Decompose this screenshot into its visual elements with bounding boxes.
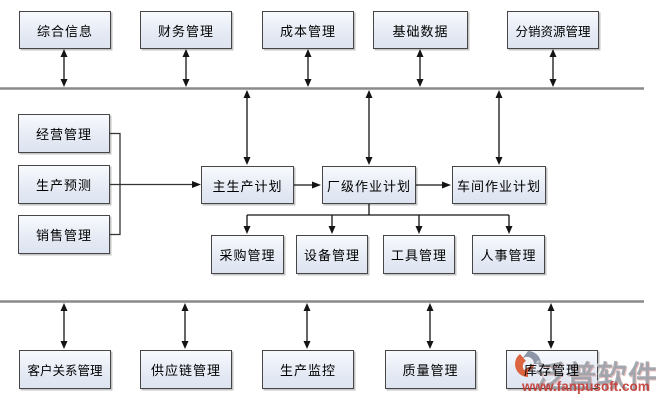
node-label: 综合信息	[36, 23, 93, 39]
node-production-monitoring: 生产监控	[262, 350, 354, 389]
node-label: 基础数据	[392, 23, 449, 39]
node-label: 人事管理	[480, 248, 537, 263]
node-label: 销售管理	[35, 228, 92, 243]
node-sales-mgmt: 销售管理	[18, 215, 110, 254]
node-cost-mgmt: 成本管理	[262, 11, 354, 49]
node-quality-mgmt: 质量管理	[385, 350, 476, 389]
plan-bus-arrows	[243, 90, 503, 165]
node-label: 供应链管理	[150, 363, 221, 378]
node-label: 成本管理	[279, 23, 336, 39]
node-production-forecast: 生产预测	[18, 165, 110, 204]
node-hr-mgmt: 人事管理	[472, 235, 545, 274]
node-basic-data: 基础数据	[373, 11, 468, 49]
node-label: 分销资源管理	[515, 24, 591, 39]
node-label: 经营管理	[35, 127, 92, 142]
input-arrowhead	[192, 181, 201, 188]
node-label: 主生产计划	[212, 178, 283, 194]
node-supply-chain-mgmt: 供应链管理	[140, 350, 232, 389]
node-label: 厂级作业计划	[326, 178, 411, 194]
node-finance-mgmt: 财务管理	[140, 11, 232, 49]
node-business-mgmt: 经营管理	[18, 114, 110, 153]
node-equipment-mgmt: 设备管理	[296, 235, 368, 274]
node-distribution-resource-mgmt: 分销资源管理	[507, 11, 599, 49]
node-label: 生产监控	[279, 363, 336, 378]
node-workshop-operation-plan: 车间作业计划	[452, 166, 546, 204]
node-customer-relationship-mgmt: 客户关系管理	[19, 350, 111, 389]
top-bus-arrows	[60, 49, 557, 87]
node-factory-operation-plan: 厂级作业计划	[322, 166, 416, 204]
node-label: 客户关系管理	[27, 364, 103, 378]
resource-distribution	[243, 204, 513, 234]
node-purchasing-mgmt: 采购管理	[211, 235, 284, 274]
node-label: 工具管理	[390, 248, 447, 263]
node-tool-mgmt: 工具管理	[383, 235, 455, 274]
bus-lines	[0, 87, 644, 303]
bottom-bus-arrows	[60, 303, 555, 349]
input-bracket	[110, 132, 193, 236]
node-comprehensive-info: 综合信息	[19, 11, 111, 49]
node-label: 库存管理	[523, 363, 580, 378]
node-label: 质量管理	[402, 363, 459, 378]
plan-flow-arrows	[294, 181, 451, 189]
node-master-production-plan: 主生产计划	[201, 166, 294, 204]
node-label: 财务管理	[157, 23, 214, 39]
node-label: 设备管理	[303, 248, 360, 263]
node-label: 生产预测	[35, 178, 92, 193]
node-label: 采购管理	[219, 248, 276, 263]
node-label: 车间作业计划	[456, 178, 541, 194]
